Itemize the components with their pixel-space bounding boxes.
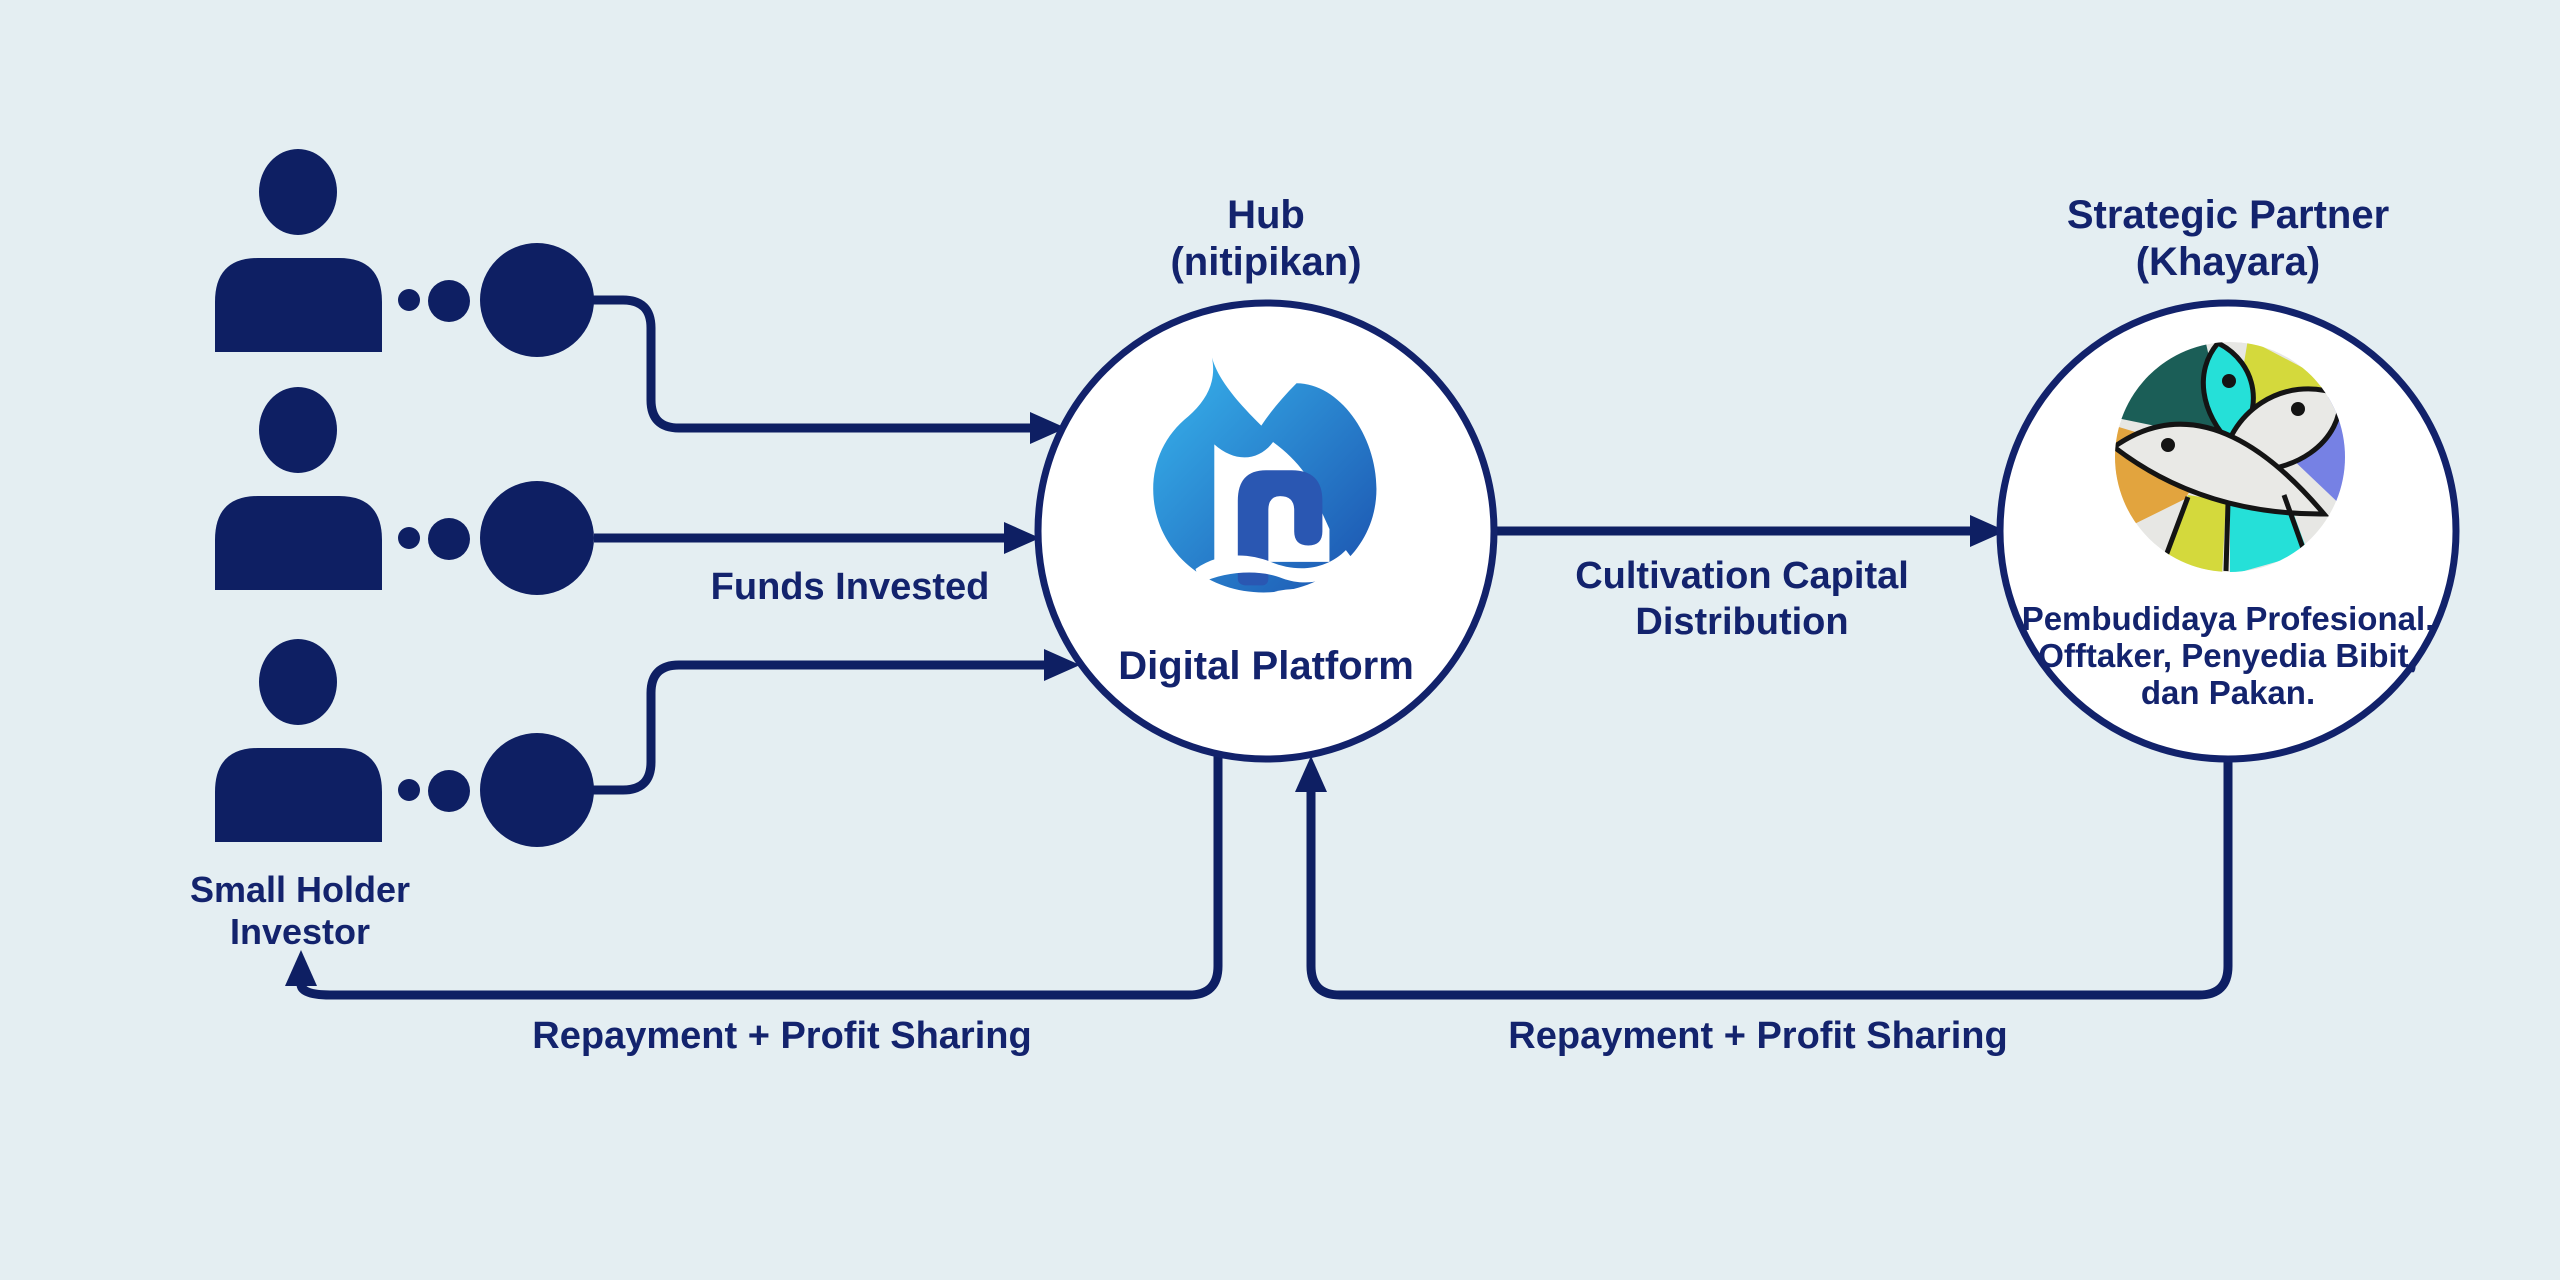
trail-dot-small-icon [398, 779, 420, 801]
partner-title-line1: Strategic Partner [2066, 193, 2390, 237]
person-head-icon [259, 149, 337, 235]
trail-dot-medium-icon [428, 518, 470, 560]
investor-row-3 [215, 639, 594, 847]
trail-dot-small-icon [398, 289, 420, 311]
partner-description-line1: Pembudidaya Profesional, [2021, 600, 2435, 637]
repayment-right-label: Repayment + Profit Sharing [1508, 1015, 2008, 1057]
logo-letter-n [1237, 470, 1323, 586]
trail-dot-small-icon [398, 527, 420, 549]
person-body-icon [215, 258, 382, 352]
hub-caption: Digital Platform [1118, 644, 1414, 688]
khayara-gray-fish-right-eye [2291, 402, 2305, 416]
partner-title-line2: (Khayara) [2135, 240, 2321, 284]
hub-title: Hub (nitipikan) [1170, 192, 1361, 286]
logo-wave [1195, 550, 1353, 584]
partner-description: Pembudidaya Profesional, Offtaker, Penye… [2022, 600, 2435, 711]
person-head-icon [259, 639, 337, 725]
partner-title: Strategic Partner (Khayara) [2067, 192, 2389, 286]
hub-title-line1: Hub [1227, 193, 1305, 237]
arrowhead-repayment-to-hub [1295, 756, 1327, 792]
arrowhead-investor3-to-hub [1044, 649, 1080, 681]
connector-hub-to-investor-repayment [296, 756, 1223, 1000]
arrowhead-repayment-to-investor [285, 950, 317, 986]
logo-wave-squiggle [1266, 589, 1318, 600]
person-body-icon [215, 496, 382, 590]
trail-dot-medium-icon [428, 280, 470, 322]
investor-rows [215, 149, 594, 847]
cultivation-capital-line2: Distribution [1635, 601, 1849, 643]
investor-row-2 [215, 387, 594, 595]
bubble-circle-icon [480, 733, 594, 847]
small-holder-investor-line2: Investor [229, 911, 371, 952]
flow-connectors [296, 295, 2233, 1000]
nitipikan-logo-icon [1153, 357, 1377, 600]
arrowhead-investor2-to-hub [1004, 522, 1040, 554]
partner-description-line2: Offtaker, Penyedia Bibit, [2038, 637, 2418, 674]
cultivation-capital-label: Cultivation Capital Distribution [1575, 553, 1909, 645]
khayara-gray-fish-main-eye [2161, 438, 2175, 452]
khayara-chartreuse-bottom-sector [2160, 495, 2226, 572]
hub-title-line2: (nitipikan) [1170, 240, 1362, 284]
arrowheads [285, 412, 2006, 986]
bubble-circle-icon [480, 481, 594, 595]
connector-partner-to-hub-repayment [1306, 758, 2233, 1000]
cultivation-capital-line1: Cultivation Capital [1575, 555, 1909, 597]
arrowhead-investor1-to-hub [1030, 412, 1066, 444]
arrowhead-hub-to-partner [1970, 515, 2006, 547]
khayara-cyan-fish-eye [2222, 374, 2236, 388]
person-head-icon [259, 387, 337, 473]
repayment-left-label: Repayment + Profit Sharing [532, 1015, 1032, 1057]
connector-investor3-to-hub [593, 660, 1046, 795]
trail-dot-medium-icon [428, 770, 470, 812]
connector-investor1-to-hub [593, 295, 1032, 433]
person-body-icon [215, 748, 382, 842]
investor-row-1 [215, 149, 594, 357]
small-holder-investor-line1: Small Holder [189, 869, 411, 910]
small-holder-investor-label: Small Holder Investor [190, 869, 410, 953]
bubble-circle-icon [480, 243, 594, 357]
partner-description-line3: dan Pakan. [2140, 674, 2316, 711]
funds-invested-label: Funds Invested [710, 566, 990, 608]
